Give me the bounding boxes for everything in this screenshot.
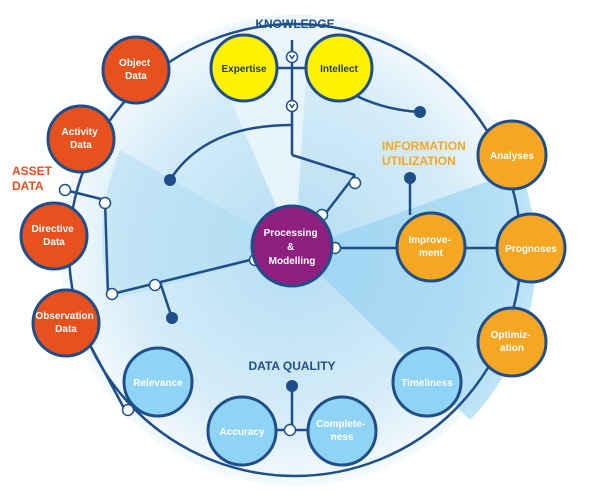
asset-node-label: Directive <box>31 224 74 235</box>
quality-node-label: Complete- <box>316 419 365 430</box>
utilization-node-label: Analyses <box>490 151 534 162</box>
svg-text:Accuracy: Accuracy <box>219 427 264 438</box>
svg-text:Observation Data: Observation Data <box>35 311 96 335</box>
svg-text:Timeliness: Timeliness <box>401 378 453 389</box>
asset-node-label: Observation <box>35 311 93 322</box>
quality-node-label: ness <box>331 432 354 443</box>
utilization-node-improvement: Improve- ment <box>395 211 467 283</box>
svg-text:Activity Data: Activity Data <box>62 127 101 151</box>
knowledge-node-expertise: Expertise <box>209 33 279 103</box>
utilization-node-label: Improve- <box>408 235 450 246</box>
asset-node-observation-data: Observation Data <box>31 288 101 358</box>
asset-node-label: Object <box>119 58 151 69</box>
svg-text:Intellect: Intellect <box>320 64 358 75</box>
quality-node-label: Timeliness <box>401 378 453 389</box>
quality-node-relevance: Relevance <box>122 346 194 418</box>
asset-node-label: Activity <box>62 127 99 138</box>
utilization-node-label: ation <box>500 343 524 354</box>
svg-text:Directive Data: Directive Data <box>31 224 76 248</box>
group-label-information-utilization: INFORMATION UTILIZATION <box>382 139 469 168</box>
quality-node-accuracy: Accuracy <box>206 395 278 467</box>
center-node-label: Processing & Modelling <box>264 228 321 267</box>
knowledge-node-label: Expertise <box>221 64 266 75</box>
svg-text:Expertise: Expertise <box>221 64 266 75</box>
connector-end-dots <box>164 106 426 392</box>
svg-text:Object Data: Object Data <box>119 58 153 82</box>
svg-text:Improve- ment: Improve- ment <box>408 235 453 259</box>
flow-arrow-markers <box>58 50 362 437</box>
asset-node-label: Data <box>70 140 92 151</box>
utilization-node-label: ment <box>419 248 444 259</box>
light-ray-right <box>295 170 537 420</box>
utilization-node-optimization: Optimiz- ation <box>476 306 548 378</box>
quality-node-label: Accuracy <box>219 427 264 438</box>
utilization-node-prognoses: Prognoses <box>495 212 567 284</box>
light-ray-left <box>102 150 296 300</box>
group-label-data-quality: DATA QUALITY <box>248 359 335 373</box>
utilization-node-label: Prognoses <box>505 244 557 255</box>
asset-node-label: Data <box>55 324 77 335</box>
group-label-knowledge: KNOWLEDGE <box>255 17 334 31</box>
asset-node-activity-data: Activity Data <box>46 104 116 174</box>
svg-text:Analyses: Analyses <box>490 151 534 162</box>
center-node-processing-modelling: Processing & Modelling <box>250 204 334 288</box>
asset-node-object-data: Object Data <box>101 35 171 105</box>
utilization-node-analyses: Analyses <box>476 119 548 191</box>
asset-node-label: Data <box>125 71 147 82</box>
svg-text:Relevance: Relevance <box>133 378 183 389</box>
svg-text:Complete- ness: Complete- ness <box>316 419 368 443</box>
quality-node-completeness: Complete- ness <box>306 395 378 467</box>
quality-node-label: Relevance <box>133 378 183 389</box>
knowledge-node-label: Intellect <box>320 64 358 75</box>
svg-text:Prognoses: Prognoses <box>505 244 557 255</box>
knowledge-node-intellect: Intellect <box>304 33 374 103</box>
asset-node-label: Data <box>43 237 65 248</box>
quality-node-timeliness: Timeliness <box>391 346 463 418</box>
asset-node-directive-data: Directive Data <box>19 201 89 271</box>
svg-text:Optimiz- ation: Optimiz- ation <box>491 330 534 354</box>
utilization-node-label: Optimiz- <box>491 330 531 341</box>
group-label-asset-data: ASSET DATA <box>12 164 55 193</box>
